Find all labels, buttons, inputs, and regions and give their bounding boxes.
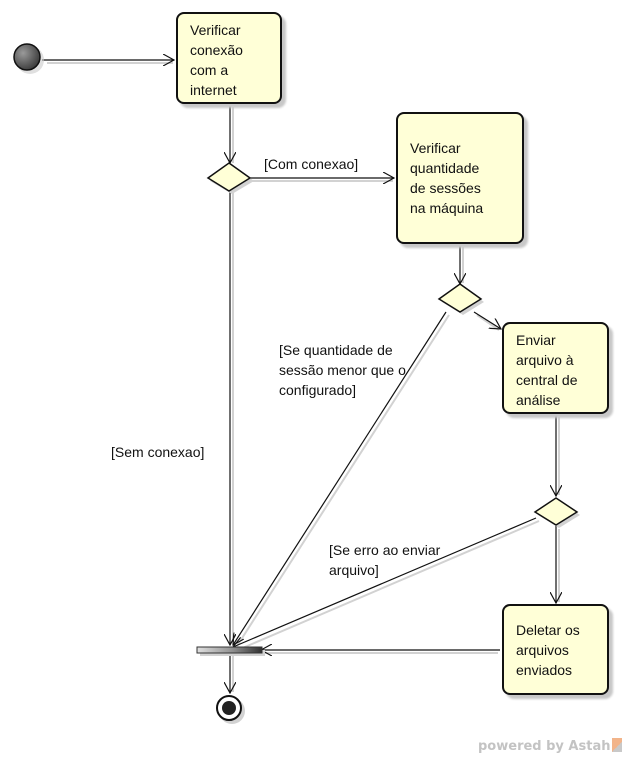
action-text-line: Deletar os <box>516 622 580 638</box>
action-text-line: Enviar <box>516 332 556 348</box>
guard-text-line: [Com conexao] <box>264 156 359 172</box>
edge-decision-to-send-file <box>473 311 501 329</box>
action-text-line: arquivo à <box>516 352 574 368</box>
guard-send-error: [Se erro ao enviar arquivo] <box>329 540 440 580</box>
decision-send-result <box>533 497 579 526</box>
action-text-line: enviados <box>516 662 573 678</box>
guard-sessions-less: [Se quantidade de sessão menor que o con… <box>279 340 406 400</box>
edge-decision-to-join-sessions-less <box>233 311 447 645</box>
action-text-line: análise <box>516 392 561 408</box>
action-text-line: com a <box>190 62 229 78</box>
action-text-line: Verificar <box>410 140 461 156</box>
action-text-line: central de <box>516 372 578 388</box>
guard-text-line: sessão menor que o <box>279 362 406 378</box>
guard-text-line: [Se quantidade de <box>279 342 393 358</box>
watermark-text: powered by Astah <box>478 739 611 754</box>
action-text-line: quantidade <box>410 160 480 176</box>
guard-without-connection: [Sem conexao] <box>111 442 204 462</box>
action-text-line: de sessões <box>410 180 481 196</box>
astah-watermark: powered by Astah <box>478 738 622 754</box>
action-send-file: Enviar arquivo à central de análise <box>502 322 609 414</box>
action-text-line: arquivos <box>516 642 569 658</box>
action-text-line: na máquina <box>410 200 484 216</box>
action-verify-connection: Verificar conexão com a internet <box>176 12 282 104</box>
action-text-line: Verificar <box>190 22 241 38</box>
astah-logo-icon <box>612 738 622 752</box>
guard-text-line: configurado] <box>279 382 357 398</box>
guard-text-line: arquivo] <box>329 562 379 578</box>
action-text-line: internet <box>190 82 237 98</box>
guard-with-connection: [Com conexao] <box>264 154 358 174</box>
decision-sessions <box>437 283 483 313</box>
guard-text-line: [Sem conexao] <box>111 444 205 460</box>
guard-text-line: [Se erro ao enviar <box>329 542 441 558</box>
initial-node <box>13 43 41 71</box>
join-bar <box>196 646 263 654</box>
action-text-line: conexão <box>190 42 243 58</box>
edge-decision-to-join-send-error <box>233 517 537 647</box>
decision-connection <box>206 162 252 192</box>
action-verify-sessions: Verificar quantidade de sessões na máqui… <box>396 112 524 244</box>
action-delete-files: Deletar os arquivos enviados <box>502 604 609 695</box>
